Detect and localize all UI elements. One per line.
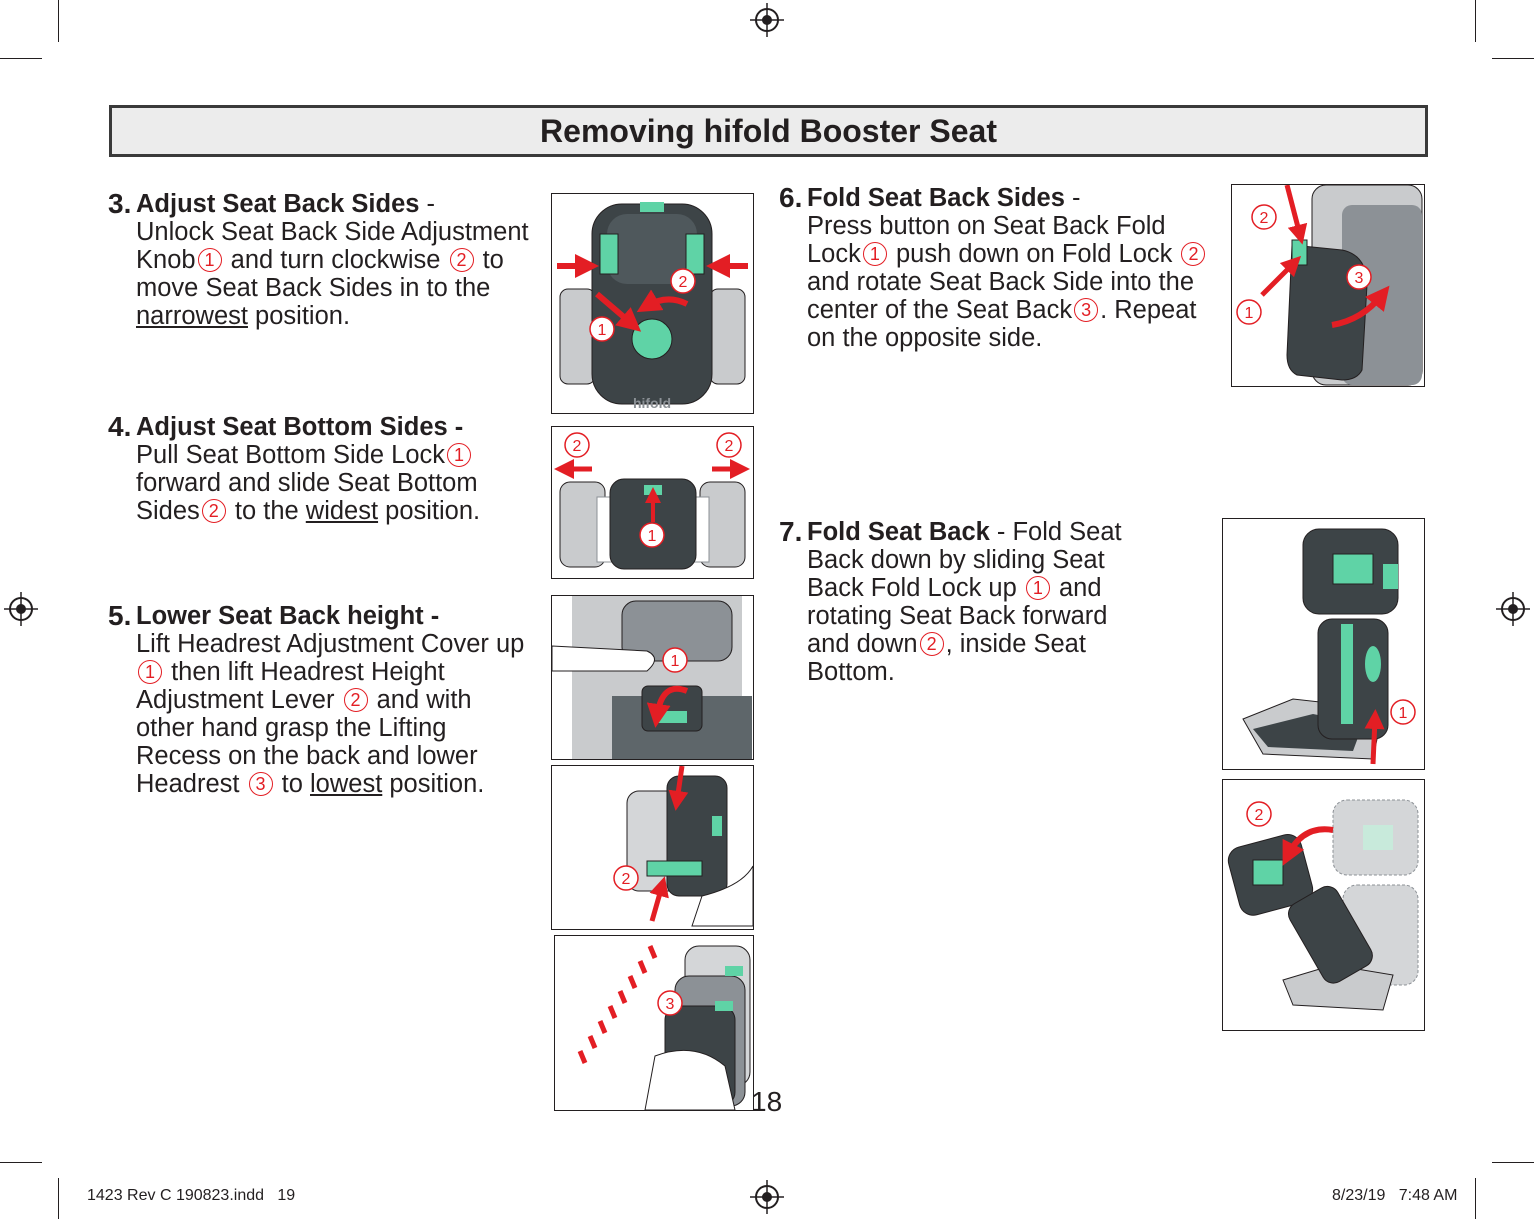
illustration-height-lever: 2 xyxy=(551,765,754,930)
step-5: 5. Lower Seat Back height - Lift Headres… xyxy=(108,600,525,799)
page-title: Removing hifold Booster Seat xyxy=(540,113,997,149)
crop-mark xyxy=(1475,1178,1476,1219)
step-number: 7. xyxy=(779,516,803,547)
fold-lock-illustration: 1 xyxy=(1242,528,1416,765)
crop-mark xyxy=(1492,58,1534,59)
illustration-seat-back-sides: hifold 1 2 xyxy=(551,193,754,414)
callout-marker: 2 xyxy=(201,499,226,523)
illustration-fold-seat-back-lock: 1 xyxy=(1222,518,1425,770)
svg-text:2: 2 xyxy=(573,438,582,455)
svg-text:1: 1 xyxy=(648,528,657,545)
step-6: 6. Fold Seat Back Sides - Press button o… xyxy=(779,184,1222,352)
crop-mark xyxy=(0,1162,42,1163)
callout-marker: 3 xyxy=(1074,298,1099,322)
svg-text:2: 2 xyxy=(1260,210,1269,227)
svg-text:3: 3 xyxy=(1355,270,1364,287)
registration-mark-icon xyxy=(750,3,784,37)
step-4: 4. Adjust Seat Bottom Sides - Pull Seat … xyxy=(108,411,481,526)
crop-mark xyxy=(58,1178,59,1219)
lower-headrest-illustration: 3 xyxy=(577,945,751,1110)
step-number: 5. xyxy=(108,600,132,631)
fold-rotate-illustration: 2 xyxy=(1227,799,1419,1011)
callout-marker: 2 xyxy=(919,632,944,656)
illustration-fold-seat-back-rotate: 2 xyxy=(1222,779,1425,1031)
step-number: 6. xyxy=(779,182,803,213)
crop-mark xyxy=(1475,0,1476,42)
svg-text:2: 2 xyxy=(1255,807,1264,824)
callout-marker: 1 xyxy=(862,242,887,266)
callout-marker: 2 xyxy=(1181,242,1206,266)
seat-back-front-illustration: hifold 1 2 xyxy=(557,202,748,411)
illustration-lower-headrest: 3 xyxy=(554,935,754,1111)
callout-marker: 1 xyxy=(1025,576,1050,600)
svg-text:1: 1 xyxy=(671,653,680,670)
height-lever-illustration: 2 xyxy=(613,766,753,927)
step-3: 3. Adjust Seat Back Sides - Unlock Seat … xyxy=(108,188,529,331)
step-number: 3. xyxy=(108,188,132,219)
footer-datetime: 8/23/19 7:48 AM xyxy=(1332,1187,1458,1204)
callout-marker: 2 xyxy=(343,688,368,712)
hifold-logo: hifold xyxy=(633,395,671,411)
svg-text:1: 1 xyxy=(1245,305,1254,322)
callout-marker: 1 xyxy=(197,248,222,272)
callout-marker: 1 xyxy=(447,443,472,467)
illustration-fold-back-sides: 2 1 3 xyxy=(1231,184,1425,387)
callout-marker: 2 xyxy=(449,248,474,272)
svg-text:1: 1 xyxy=(598,322,607,339)
step-7: 7. Fold Seat Back - Fold Seat Back down … xyxy=(779,516,1122,687)
crop-mark xyxy=(58,0,59,42)
fold-back-sides-illustration: 2 1 3 xyxy=(1236,185,1423,386)
page-number: 18 xyxy=(751,1086,783,1117)
step-heading: Fold Seat Back xyxy=(807,518,990,546)
footer-filename: 1423 Rev C 190823.indd 19 xyxy=(87,1187,296,1204)
headrest-cover-illustration: 1 xyxy=(552,596,752,759)
registration-mark-icon xyxy=(4,592,38,626)
svg-text:2: 2 xyxy=(725,438,734,455)
illustration-headrest-cover: 1 xyxy=(551,595,754,760)
section-title-bar: Removing hifold Booster Seat xyxy=(109,105,1428,157)
registration-mark-icon xyxy=(750,1180,784,1214)
step-heading: Adjust Seat Back Sides xyxy=(136,190,420,218)
svg-text:2: 2 xyxy=(622,871,631,888)
svg-text:2: 2 xyxy=(679,274,688,291)
svg-text:3: 3 xyxy=(666,996,675,1013)
illustration-seat-bottom-sides: 2 2 1 xyxy=(551,426,754,579)
step-heading: Lower Seat Back height - xyxy=(136,602,440,630)
step-number: 4. xyxy=(108,411,132,442)
svg-text:1: 1 xyxy=(1399,705,1408,722)
crop-mark xyxy=(0,58,42,59)
crop-mark xyxy=(1492,1162,1534,1163)
callout-marker: 1 xyxy=(138,660,162,684)
registration-mark-icon xyxy=(1496,592,1530,626)
step-heading: Fold Seat Back Sides xyxy=(807,184,1065,212)
step-heading: Adjust Seat Bottom Sides - xyxy=(136,413,464,441)
seat-bottom-illustration: 2 2 1 xyxy=(554,432,750,570)
callout-marker: 3 xyxy=(248,772,273,796)
